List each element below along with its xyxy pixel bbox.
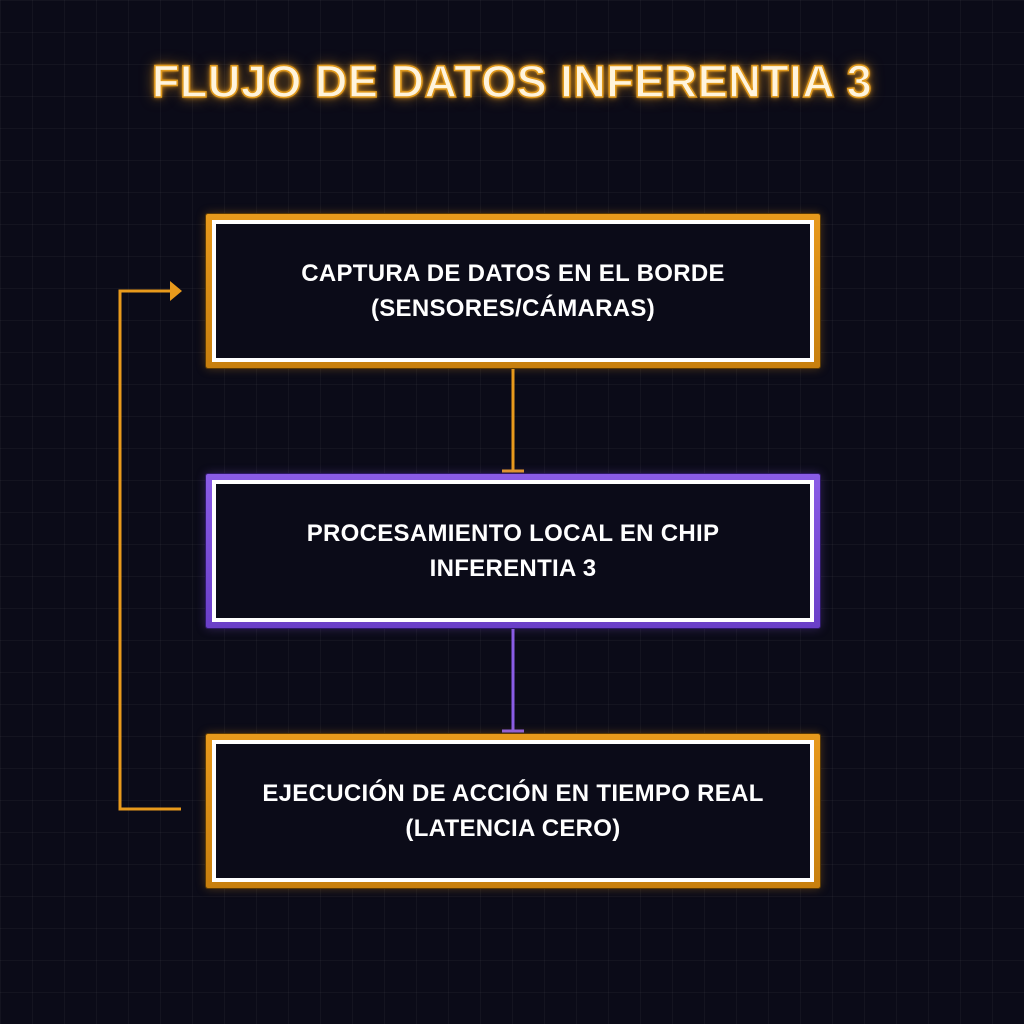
node-action-execution-label: EJECUCIÓN DE ACCIÓN EN TIEMPO REAL (LATE… bbox=[262, 780, 764, 842]
node-local-processing: PROCESAMIENTO LOCAL EN CHIP INFERENTIA 3 bbox=[206, 474, 820, 628]
node-local-processing-label: PROCESAMIENTO LOCAL EN CHIP INFERENTIA 3 bbox=[306, 520, 720, 582]
arrowhead-icon bbox=[170, 281, 182, 301]
node-data-capture-label: CAPTURA DE DATOS EN EL BORDE (SENSORES/C… bbox=[301, 260, 725, 322]
feedback-loop-arrow bbox=[118, 281, 182, 811]
node-action-execution-box: EJECUCIÓN DE ACCIÓN EN TIEMPO REAL (LATE… bbox=[212, 740, 814, 882]
connector-capture-to-processing bbox=[502, 362, 524, 473]
node-data-capture-box: CAPTURA DE DATOS EN EL BORDE (SENSORES/C… bbox=[212, 220, 814, 362]
diagram-title: FLUJO DE DATOS INFERENTIA 3 bbox=[151, 55, 873, 108]
node-data-capture: CAPTURA DE DATOS EN EL BORDE (SENSORES/C… bbox=[206, 214, 820, 368]
node-action-execution: EJECUCIÓN DE ACCIÓN EN TIEMPO REAL (LATE… bbox=[206, 734, 820, 888]
connector-processing-to-execution bbox=[502, 622, 524, 733]
node-local-processing-box: PROCESAMIENTO LOCAL EN CHIP INFERENTIA 3 bbox=[212, 480, 814, 622]
